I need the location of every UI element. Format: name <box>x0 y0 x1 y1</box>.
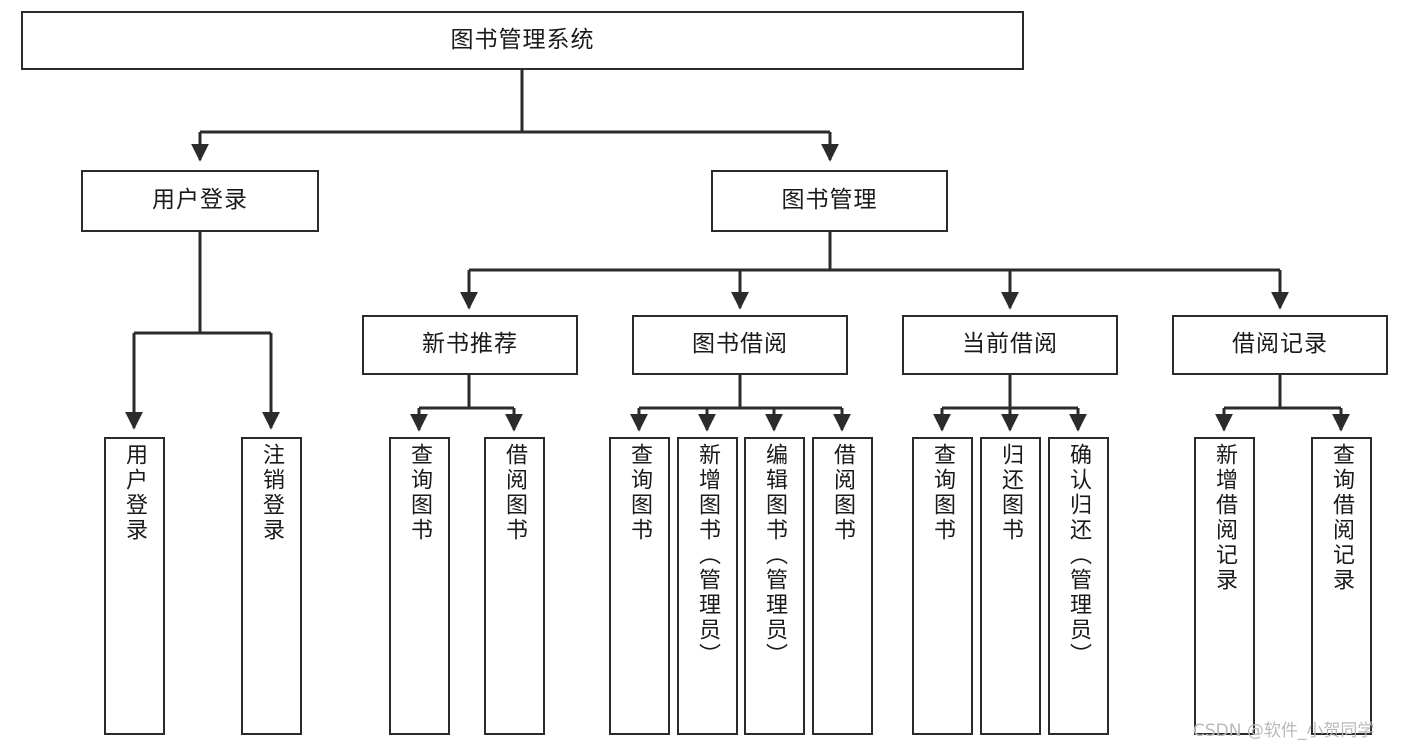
node-label: 借阅图书 <box>830 443 856 543</box>
node-label: 查询图书 <box>627 443 653 543</box>
leaf-book-borrow-query-books[interactable]: 查询图书 <box>609 437 670 735</box>
node-root-book-management-system[interactable]: 图书管理系统 <box>21 11 1024 70</box>
leaf-borrow-record-add-record[interactable]: 新增借阅记录 <box>1194 437 1255 735</box>
leaf-book-borrow-edit-book-admin[interactable]: 编辑图书（管理员） <box>744 437 805 735</box>
node-label: 图书管理 <box>781 187 878 214</box>
node-label: 归还图书 <box>998 443 1024 543</box>
node-borrowing-record[interactable]: 借阅记录 <box>1172 315 1388 375</box>
leaf-new-book-query-books[interactable]: 查询图书 <box>389 437 450 735</box>
node-label: 查询借阅记录 <box>1329 443 1355 593</box>
leaf-current-borrow-return-books[interactable]: 归还图书 <box>980 437 1041 735</box>
node-label: 图书管理系统 <box>450 26 595 53</box>
node-book-management[interactable]: 图书管理 <box>711 170 948 232</box>
leaf-new-book-borrow-books[interactable]: 借阅图书 <box>484 437 545 735</box>
node-label: 新增图书（管理员） <box>695 443 721 668</box>
node-label: 注销登录 <box>259 443 285 543</box>
node-user-login[interactable]: 用户登录 <box>81 170 319 232</box>
node-label: 查询图书 <box>930 443 956 543</box>
leaf-current-borrow-confirm-return-admin[interactable]: 确认归还（管理员） <box>1048 437 1109 735</box>
leaf-user-login-signout[interactable]: 注销登录 <box>241 437 302 735</box>
leaf-book-borrow-add-book-admin[interactable]: 新增图书（管理员） <box>677 437 738 735</box>
leaf-borrow-record-query-record[interactable]: 查询借阅记录 <box>1311 437 1372 735</box>
leaf-current-borrow-query-books[interactable]: 查询图书 <box>912 437 973 735</box>
csdn-watermark: CSDN @软件_小贺同学 <box>1193 721 1375 741</box>
leaf-book-borrow-borrow-books[interactable]: 借阅图书 <box>812 437 873 735</box>
node-label: 新书推荐 <box>422 331 518 358</box>
node-label: 借阅记录 <box>1232 331 1328 358</box>
node-new-book-recommendation[interactable]: 新书推荐 <box>362 315 578 375</box>
node-label: 编辑图书（管理员） <box>762 443 788 668</box>
node-book-borrowing[interactable]: 图书借阅 <box>632 315 848 375</box>
node-label: 新增借阅记录 <box>1212 443 1238 593</box>
node-label: 确认归还（管理员） <box>1066 443 1092 668</box>
node-label: 借阅图书 <box>502 443 528 543</box>
leaf-user-login-signin[interactable]: 用户登录 <box>104 437 165 735</box>
node-current-borrowing[interactable]: 当前借阅 <box>902 315 1118 375</box>
node-label: 用户登录 <box>152 187 248 214</box>
node-label: 查询图书 <box>407 443 433 543</box>
node-label: 当前借阅 <box>962 331 1058 358</box>
node-label: 图书借阅 <box>692 331 788 358</box>
node-label: 用户登录 <box>122 443 148 543</box>
